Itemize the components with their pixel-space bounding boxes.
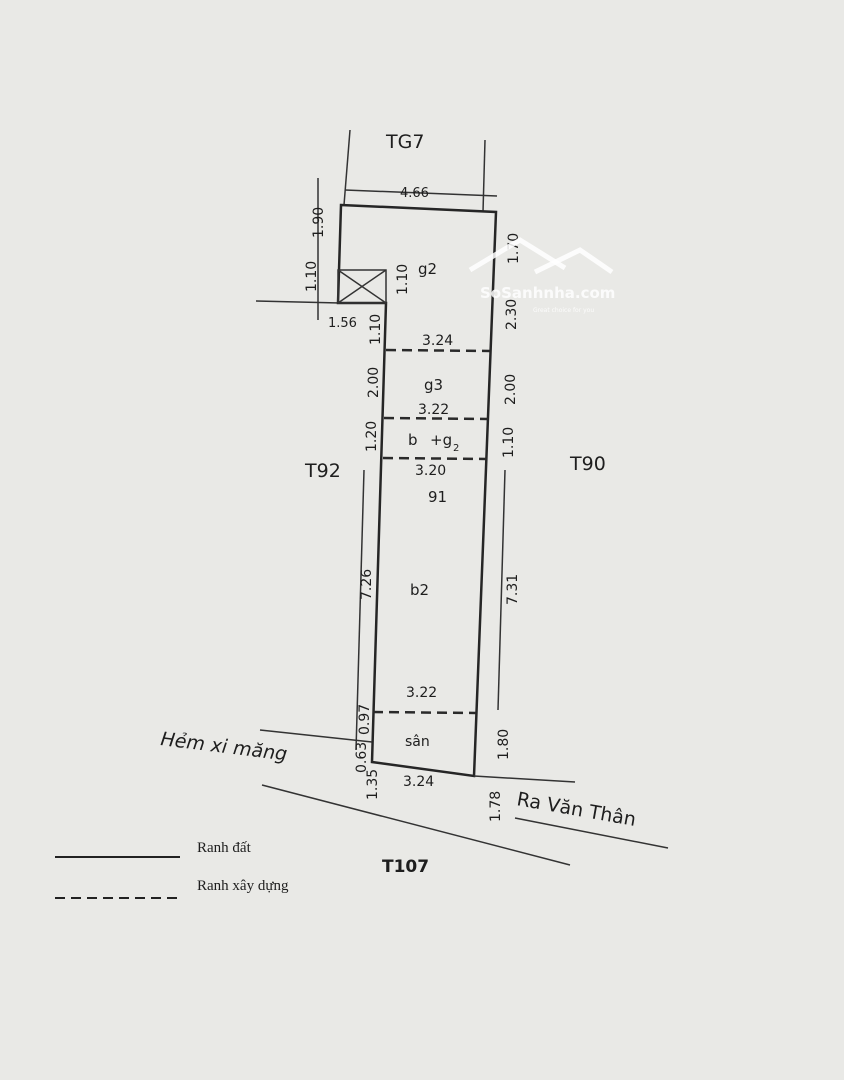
dim-notch-inner: 1.10: [395, 264, 411, 295]
watermark-logo: SoSanhnha.com Great choice for you: [468, 237, 615, 314]
dim-width-3: 3.20: [415, 463, 446, 479]
dim-left-5: 0.97: [357, 704, 373, 735]
street-edge-4: [514, 817, 669, 849]
notch-extension: [255, 300, 341, 304]
room-g2: g2: [418, 260, 437, 278]
neighbor-right: T90: [569, 453, 606, 475]
top-dimension-line: [344, 189, 498, 197]
street-right: Ra Văn Thân: [515, 788, 638, 831]
dim-right-2: 2.30: [504, 299, 520, 330]
room-b2: b2: [410, 581, 429, 599]
neighbor-top: TG7: [385, 131, 424, 153]
stair-box: [337, 269, 387, 304]
dim-top-width: 4.66: [400, 186, 429, 201]
dim-right-4: 1.10: [501, 427, 517, 458]
build-line-3: [382, 456, 488, 461]
room-san: sân: [405, 734, 430, 750]
dim-right-6: 1.80: [496, 729, 512, 760]
street-left: Hẻm xi măng: [159, 728, 288, 765]
dim-right-7: 1.78: [488, 791, 504, 822]
stair-cross-b: [337, 269, 387, 304]
build-line-4: [372, 710, 477, 715]
house-icon-2: [533, 247, 614, 275]
room-g3: g3: [424, 376, 443, 394]
dim-width-2: 3.22: [418, 402, 449, 418]
top-right-extension: [482, 139, 486, 213]
dim-width-4: 3.22: [406, 685, 437, 701]
dim-left-notch: 1.10: [304, 261, 320, 292]
dim-left-7: 1.35: [365, 769, 381, 800]
build-line-1: [385, 348, 491, 353]
legend-dashed-label: Ranh xây dựng: [197, 878, 289, 894]
neighbor-left: T92: [304, 460, 341, 482]
dim-left-top: 1.90: [311, 207, 327, 238]
street-edge-3: [261, 784, 571, 866]
left-side-dim: [355, 469, 365, 751]
street-edge-2: [473, 775, 576, 783]
dim-left-2: 2.00: [366, 367, 382, 398]
house-icon: [468, 237, 567, 273]
neighbor-bottom: T107: [382, 857, 429, 877]
watermark-brand: SoSanhnha.com: [480, 284, 615, 302]
street-edge-1: [259, 729, 373, 743]
legend-solid-label: Ranh đất: [197, 840, 252, 856]
dim-left-4: 7.26: [359, 569, 375, 600]
right-side-dim: [497, 469, 506, 711]
room-g-sub: 2: [453, 443, 459, 454]
watermark-tagline: Great choice for you: [533, 307, 594, 314]
dim-right-3: 2.00: [503, 374, 519, 405]
dim-width-1: 3.24: [422, 333, 453, 349]
dim-width-bottom: 3.24: [403, 774, 434, 790]
top-left-extension: [343, 129, 351, 206]
build-line-2: [383, 416, 489, 421]
room-b: b: [408, 431, 418, 449]
room-g-plus: +g: [430, 431, 452, 449]
parcel-number: 91: [428, 488, 447, 506]
dim-notch-width: 1.56: [328, 316, 357, 331]
dim-left-1: 1.10: [368, 314, 384, 345]
dim-left-3: 1.20: [364, 421, 380, 452]
dim-left-6: 0.63: [354, 742, 370, 773]
dim-right-5: 7.31: [505, 574, 521, 605]
